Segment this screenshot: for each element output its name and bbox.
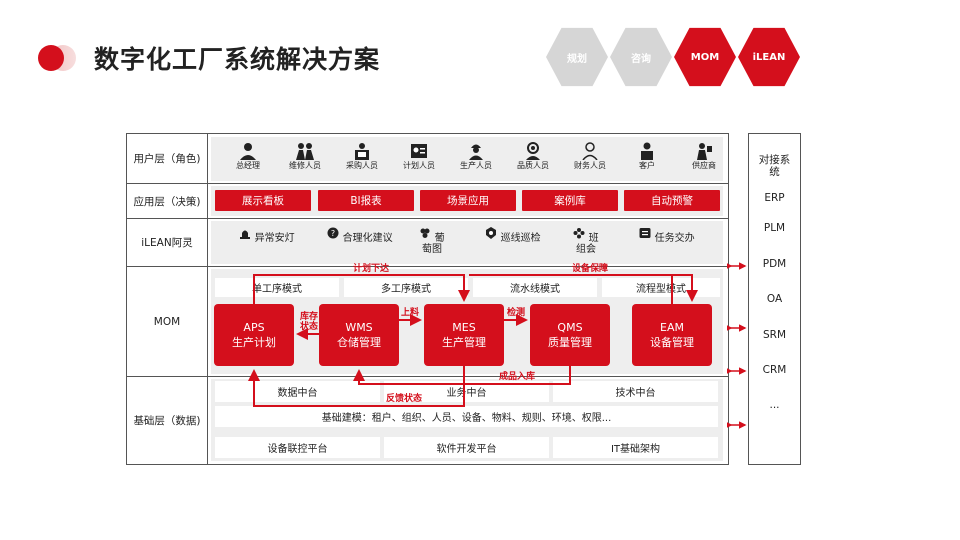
ilean-item-team-meeting: 班组会 [571, 227, 601, 255]
role-planner: 计划人员 [396, 142, 442, 170]
integration-oa: OA [766, 293, 783, 305]
tab-consulting[interactable]: 咨询 [610, 27, 672, 87]
andon-light-icon [240, 230, 251, 239]
role-maintenance: 维修人员 [282, 142, 328, 170]
finance-icon [582, 142, 598, 160]
flow-label-feedback-status: 反馈状态 [386, 394, 423, 404]
worker-icon [469, 144, 483, 160]
task-assign-icon [639, 228, 651, 238]
base-business-platform: 业务中台 [384, 381, 549, 402]
integration-plm: PLM [763, 222, 786, 234]
layer-label-user: 用户层（角色) [127, 134, 208, 183]
role-purchaser: 采购人员 [339, 142, 385, 170]
tab-planning[interactable]: 规划 [546, 27, 608, 87]
base-device-control-platform: 设备联控平台 [215, 437, 380, 458]
suggestion-icon: ? [327, 227, 339, 239]
ilean-item-task-assign: 任务交办 [637, 227, 697, 244]
integration-pdm: PDM [762, 258, 787, 270]
inspection-icon [486, 227, 497, 239]
integration-title: 对接系统 [758, 154, 791, 178]
role-finance: 财务人员 [567, 142, 613, 170]
tab-ilean[interactable]: iLEAN [738, 27, 800, 87]
role-manager: 总经理 [225, 142, 271, 170]
integration-crm: CRM [762, 364, 787, 376]
manager-icon [240, 143, 256, 160]
supplier-icon [697, 143, 712, 160]
tab-mom[interactable]: MOM [674, 27, 736, 87]
flow-label-equipment-guarantee: 设备保障 [572, 264, 609, 274]
layer-label-mom: MOM [127, 267, 208, 376]
app-button-case-library[interactable]: 案例库 [522, 190, 618, 211]
ilean-item-andon: 异常安灯 [237, 227, 297, 244]
mom-mode-single-process: 单工序模式 [215, 278, 339, 297]
quality-icon [526, 142, 540, 160]
app-button-scenario[interactable]: 场景应用 [420, 190, 516, 211]
brand-logo [38, 45, 76, 71]
layer-label-ilean: iLEAN阿灵 [127, 219, 208, 266]
base-software-dev-platform: 软件开发平台 [384, 437, 549, 458]
base-technology-platform: 技术中台 [553, 381, 718, 402]
ilean-item-grape-chart: 葡萄图 [417, 227, 447, 255]
flow-label-inventory-status: 库存状态 [300, 312, 319, 332]
role-supplier: 供应商 [681, 142, 727, 170]
team-meeting-icon [573, 228, 585, 239]
planner-icon [411, 144, 427, 158]
layer-label-base: 基础层（数据) [127, 377, 208, 464]
layer-label-app: 应用层（决策) [127, 184, 208, 218]
integration-erp: ERP [764, 192, 785, 204]
integration-connectors [727, 262, 747, 429]
integration-srm: SRM [762, 329, 787, 341]
app-button-auto-alert[interactable]: 自动预警 [624, 190, 720, 211]
base-modeling: 基础建模：租户、组织、人员、设备、物料、规则、环境、权限... [215, 406, 718, 427]
role-customer: 客户 [624, 142, 670, 170]
flow-arrows [248, 274, 698, 407]
mom-mode-assembly-line: 流水线模式 [473, 278, 597, 297]
page-title: 数字化工厂系统解决方案 [94, 45, 381, 74]
flow-label-feeding: 上料 [401, 308, 420, 318]
flow-label-inspection: 检测 [507, 308, 526, 318]
role-quality: 品质人员 [510, 142, 556, 170]
purchaser-icon [355, 143, 369, 160]
base-data-platform: 数据中台 [215, 381, 380, 402]
base-it-infrastructure: IT基础架构 [553, 437, 718, 458]
architecture-frame: 用户层（角色) 应用层（决策) iLEAN阿灵 MOM 基础层（数据) 总经理 … [126, 133, 729, 465]
ilean-item-inspection: 巡线巡检 [483, 227, 543, 244]
app-button-bi-report[interactable]: BI报表 [318, 190, 414, 211]
grape-chart-icon [420, 228, 430, 238]
flow-label-finished-storage: 成品入库 [499, 372, 536, 382]
mom-mode-multi-process: 多工序模式 [344, 278, 468, 297]
role-worker: 生产人员 [453, 142, 499, 170]
app-button-dashboard[interactable]: 展示看板 [215, 190, 311, 211]
customer-icon [641, 142, 653, 160]
flow-label-plan-issue: 计划下达 [353, 264, 390, 274]
ilean-layer-band [211, 221, 723, 264]
integration-panel: 对接系统 ERP PLM PDM OA SRM CRM ... [748, 133, 801, 465]
integration-more: ... [769, 399, 780, 411]
svg-text:?: ? [331, 229, 335, 238]
maintenance-icon [296, 143, 314, 160]
ilean-item-suggestion: ? 合理化建议 [325, 227, 395, 244]
